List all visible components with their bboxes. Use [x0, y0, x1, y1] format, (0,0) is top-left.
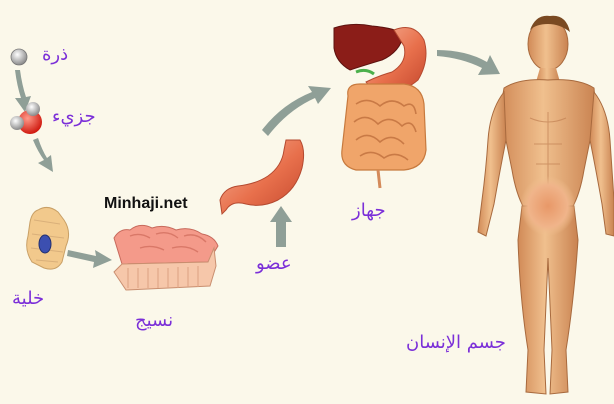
label-tissue: نسيج [135, 310, 173, 331]
arrow-system-to-body [437, 50, 500, 75]
atom-icon [11, 49, 27, 65]
label-atom: ذرة [42, 44, 68, 65]
stomach-organ-icon [220, 140, 304, 214]
tissue-icon [114, 225, 218, 290]
label-system: جهاز [352, 200, 386, 221]
label-molecule: جزيء [52, 106, 96, 127]
arrow-cell-to-tissue [67, 250, 112, 268]
flow-arrows [15, 50, 500, 268]
label-human-body: جسم الإنسان [406, 332, 506, 353]
watermark-text: Minhaji.net [104, 195, 188, 213]
cell-icon [27, 207, 69, 269]
arrow-organ-to-organ-up [270, 206, 292, 247]
label-organ: عضو [256, 253, 292, 274]
arrow-organ-to-system [262, 86, 331, 136]
arrow-molecule-to-cell [33, 138, 53, 172]
label-cell: خلية [12, 288, 44, 309]
blurred-area [520, 176, 576, 236]
digestive-system-icon [334, 24, 426, 188]
